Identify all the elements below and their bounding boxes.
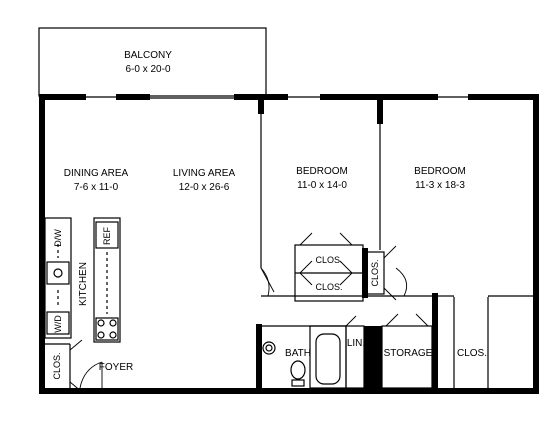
washer-dryer-label: W/D xyxy=(53,315,63,333)
foyer-closet-label: CLOS. xyxy=(52,352,62,379)
bedroom1-label: BEDROOM xyxy=(296,166,348,177)
dishwasher-label: D/W xyxy=(53,229,63,247)
dining-label: DINING AREA xyxy=(64,168,129,179)
bedroom2-side-closet xyxy=(365,251,385,295)
bedroom1-closet-lower-label: CLOS. xyxy=(315,282,342,292)
wall-bedrooms xyxy=(377,94,383,124)
bedroom1-dims: 11-0 x 14-0 xyxy=(297,180,347,191)
closet-post xyxy=(362,248,368,298)
wall-living-bedroom xyxy=(258,94,264,114)
bedroom2-door xyxy=(395,267,408,297)
bottom-wall xyxy=(39,388,539,394)
storage-label: STORAGE xyxy=(384,348,433,359)
entry-door xyxy=(79,361,103,389)
bedroom2-dims: 11-3 x 18-3 xyxy=(415,180,465,191)
windows xyxy=(86,94,468,100)
balcony-outline xyxy=(38,27,267,97)
refrigerator-label: REF xyxy=(102,226,112,245)
living-dims: 12-0 x 26-6 xyxy=(179,182,230,193)
balcony-label: BALCONY xyxy=(124,50,172,61)
bedroom1-closet-upper-label: CLOS. xyxy=(315,255,342,265)
bedroom2-label: BEDROOM xyxy=(414,166,466,177)
balcony-dims: 6-0 x 20-0 xyxy=(125,64,170,75)
bath-label: BATH xyxy=(285,348,311,359)
bedroom2-large-closet xyxy=(432,293,533,391)
dining-dims: 7-6 x 11-0 xyxy=(74,182,119,193)
linen-label: LIN. xyxy=(347,338,365,349)
kitchen-block xyxy=(44,217,121,343)
kitchen-label: KITCHEN xyxy=(78,262,89,306)
foyer-closet xyxy=(45,339,83,393)
bedroom2-side-closet-label: CLOS. xyxy=(370,259,380,286)
bedroom1-door xyxy=(260,267,270,297)
foyer-label: FOYER xyxy=(99,362,133,373)
living-label: LIVING AREA xyxy=(173,168,236,179)
right-wall xyxy=(533,94,539,394)
left-wall xyxy=(39,94,45,394)
linen-storage xyxy=(345,313,433,389)
bedroom2-large-closet-label: CLOS. xyxy=(457,348,487,359)
